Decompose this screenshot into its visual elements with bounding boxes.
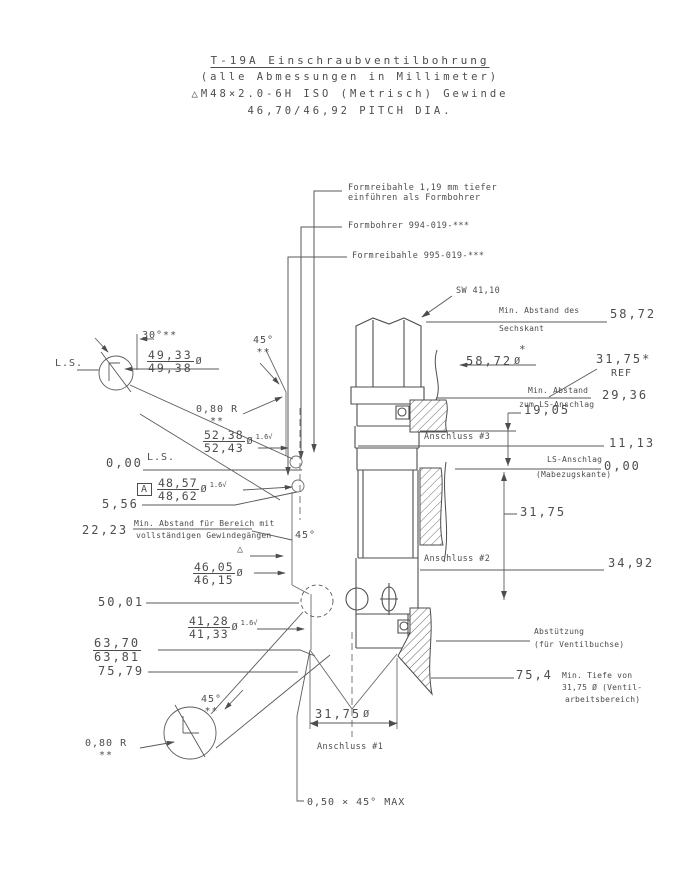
dia-symbol: Ø [200,483,208,495]
hex-head [355,317,422,388]
chamfer-note-leader [296,649,311,802]
surface-finish-mark: 1.6√ [209,480,227,489]
spotface-star-note: * [519,343,526,356]
cavity-bottom-cone [309,649,398,710]
units-note: (alle Abmessungen in Millimeter) [200,71,500,83]
min-depth-note-line2: 31,75 Ø (Ventil- [562,683,643,692]
ls-anschlag-label: LS-Anschlag [547,455,603,464]
reference-edge-label: (Mabezugskante) [536,470,612,479]
housing-support-block [397,607,433,696]
dim-5001: 50,01 [98,595,145,609]
dia-symbol: Ø [195,355,203,367]
port1-label: Anschluss #1 [317,742,384,752]
hex-clearance-value: 58,72 [610,307,657,321]
valve-cartridge-outline [345,317,425,649]
dim-3175-right: 31,75 [520,505,567,519]
form-reamer-callout: Formreibahle 995-019-*** [352,251,485,261]
dim-1905: 19,05 [524,403,571,417]
angle-30-dim: 30°** [142,330,178,341]
hex-clearance-note-line2: Sechskant [499,324,545,333]
cross-drill-port-left [345,587,369,611]
radius-080-bottom: 0,80 R** [85,738,128,761]
cavity-profile [265,349,398,737]
surface-finish-mark: 1.6√ [255,432,273,441]
reference-zero-value: 0,00 [604,459,641,473]
detail-circle-mid-dashed [300,584,334,618]
angle-45-mid: 45° [295,530,317,541]
support-note-line2: (für Ventilbuchse) [534,640,625,649]
upper-oring-gland [395,405,410,420]
arrowheads [310,423,511,727]
wrench-size-callout: SW 41,10 [456,286,501,296]
ls-clearance-note-line2: zum LS-Anschlag [519,400,595,409]
support-note-line1: Abstützung [534,627,585,636]
dia-symbol: Ø [236,567,244,579]
ls-clearance-value: 29,36 [602,388,649,402]
radius-080-top: 0,80 R** [196,404,239,427]
detail-circle-bottom [163,706,217,760]
chamfer-note: 0,50 × 45° MAX [307,797,406,808]
thread-spec: △M48×2.0-6H ISO (Metrisch) Gewinde [191,88,509,100]
reamer-depth-note-line2: einführen als Formbohrer [348,193,481,203]
ref-3175-value: 31,75* [596,352,652,366]
datum-a-box: A [137,482,153,497]
detail-circle-top [98,355,134,391]
spotface-dia-dim: 58,72 [466,354,513,368]
drawing-title: T-19A Einschraubventilbohrung [210,54,490,67]
title-block: T-19A Einschraubventilbohrung (alle Abme… [0,52,700,120]
nose-section [355,614,409,649]
port2-label: Anschluss #2 [424,554,491,564]
tool-callout-leaders [285,190,453,476]
reamer-depth-note-line1: Formreibahle 1,19 mm tiefer [348,183,497,193]
thread-note-line1: Min. Abstand für Bereich mit [134,519,275,528]
right-dimension-lines [310,321,607,724]
port3-label: Anschluss #3 [424,432,491,442]
hex-clearance-note-line1: Min. Abstand des [499,306,580,315]
dim-2223: 22,23 [82,523,129,537]
left-dimension-lines [77,334,334,802]
dim-7579: 75,79 [98,664,145,678]
min-depth-value: 75,4 [516,668,553,682]
housing-break-line-mid [443,461,448,563]
port2-value: 34,92 [608,556,655,570]
dia-symbol: Ø [514,356,522,368]
dia-symbol: Ø [246,435,254,447]
dia-symbol: Ø [231,621,239,633]
dim-556: 5,56 [102,497,139,511]
surface-finish-mark: 1.6√ [240,618,258,627]
ref-label: REF [611,368,633,379]
min-depth-note-line3: arbeitsbereich) [565,695,641,704]
datum-zero-dim: 0,00 [106,456,143,470]
form-drill-callout: Formbohrer 994-019-*** [348,221,470,231]
port1-dia-dim: 31,75 [315,707,362,721]
angle-45-bottom: 45°** [201,694,223,717]
thread-note-line2: vollständigen Gewindegängen [136,531,272,540]
ls-clearance-note-line1: Min. Abstand [528,386,589,395]
housing-section [397,349,448,696]
pitch-dia-note: 46,70/46,92 PITCH DIA. [247,105,453,117]
housing-break-line-top [434,349,439,401]
ls-label-top: L.S. [55,358,84,369]
port3-value: 11,13 [609,436,656,450]
dia-symbol: Ø [363,709,371,721]
flag-note-triangle: △ [237,544,245,555]
thread-section [357,470,419,559]
ls-label-zero-line: L.S. [147,452,176,463]
angle-45-top: 45°** [253,335,275,358]
min-depth-note-line1: Min. Tiefe von [562,671,633,680]
